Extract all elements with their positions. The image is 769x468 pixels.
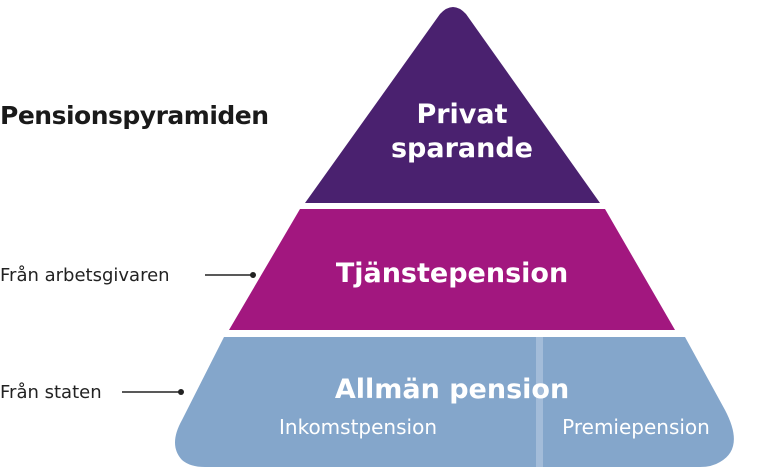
state-label: Från staten <box>0 382 102 403</box>
employer-connector-dot <box>250 272 256 278</box>
middle-label: Tjänstepension <box>336 258 568 289</box>
bottom-label: Allmän pension <box>335 374 569 405</box>
top-label-line2: sparande <box>391 133 533 164</box>
premium-pension-label: Premiepension <box>562 415 710 439</box>
state-connector-dot <box>178 389 184 395</box>
top-label-line1: Privat <box>416 99 507 130</box>
income-pension-label: Inkomstpension <box>279 415 437 439</box>
pyramid-middle-occupational-pension <box>229 209 675 330</box>
employer-label: Från arbetsgivaren <box>0 265 170 286</box>
diagram-title: Pensionspyramiden <box>0 101 269 130</box>
pyramid-bottom-public-pension <box>175 337 734 467</box>
pyramid-top-private-savings <box>305 7 600 203</box>
bottom-divider <box>536 337 543 467</box>
